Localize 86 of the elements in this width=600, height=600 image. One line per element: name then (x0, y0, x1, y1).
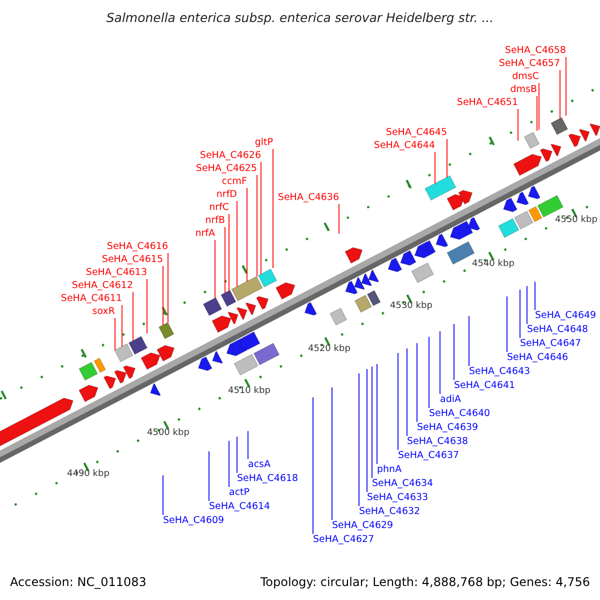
leader-line (358, 372, 360, 506)
leader-line (114, 318, 116, 351)
gene-label: SeHA_C4638 (407, 436, 468, 448)
gene-label: SeHA_C4657 (498, 58, 560, 70)
leader-line (208, 450, 210, 502)
gene-label: gltP (254, 137, 273, 149)
leader-line (132, 292, 134, 342)
scale-label: 4530 kbp (390, 300, 432, 312)
leader-line (366, 368, 368, 492)
scale-label: 4550 kbp (555, 214, 598, 226)
gene-label: SeHA_C4615 (102, 254, 163, 266)
leader-line (236, 436, 238, 474)
scale-label: 4490 kbp (67, 468, 110, 480)
gene-label: dmsB (510, 84, 537, 96)
leader-line (312, 396, 314, 534)
gene-label: SeHA_C4613 (86, 267, 147, 279)
leader-line (260, 162, 262, 275)
gene-label: SeHA_C4651 (456, 97, 518, 109)
gene-label: soxR (92, 306, 115, 318)
gene-label: phnA (377, 464, 402, 476)
gene-label: SeHA_C4627 (313, 534, 374, 546)
leader-line (376, 364, 378, 464)
gene-label: SeHA_C4646 (507, 352, 568, 364)
leader-line (214, 240, 216, 299)
diagram-title: Salmonella enterica subsp. enterica serovar Heidelberg str. ... (105, 10, 495, 25)
scale-label: 4500 kbp (147, 428, 190, 438)
gene-label: SeHA_C4625 (196, 163, 257, 175)
gene-label: dmsC (512, 71, 539, 83)
gene-label: nrfB (205, 215, 225, 227)
leader-line (534, 281, 536, 310)
gene-label: adiA (440, 394, 461, 406)
scale-label: 4520 kbp (308, 344, 350, 354)
leader-line (236, 200, 238, 288)
leader-line (506, 296, 508, 352)
footer-text: Accession: NC_011083 (10, 575, 146, 589)
gene-label: SeHA_C4611 (60, 293, 122, 305)
gene-label: SeHA_C4636 (278, 192, 339, 204)
leader-line (228, 440, 230, 488)
scale-label: 4510 kbp (228, 386, 270, 396)
leader-line (446, 138, 448, 178)
gene-label: SeHA_C4643 (469, 366, 530, 378)
leader-line (536, 96, 538, 132)
leader-line (468, 316, 470, 366)
leader-line (406, 348, 408, 436)
gene-label: acsA (248, 459, 270, 471)
leader-line (538, 82, 540, 130)
leader-line (272, 148, 274, 268)
gene-label: SeHA_C4637 (398, 450, 460, 462)
gene-label: SeHA_C4640 (429, 408, 490, 420)
gene-label: SeHA_C4639 (417, 422, 478, 434)
gene-label: SeHA_C4648 (527, 324, 588, 336)
leader-line (526, 286, 528, 324)
gene-label: SeHA_C4658 (504, 45, 566, 57)
leader-line (162, 266, 164, 326)
leader-line (416, 342, 418, 422)
gene-label: nrfA (195, 228, 215, 240)
gene-label: SeHA_C4644 (374, 140, 435, 152)
footer-text: Topology: circular; Length: 4,888,768 bp; Genes: 4,756 (260, 575, 590, 589)
gene-label: SeHA_C4645 (386, 127, 447, 139)
leader-line (228, 214, 230, 292)
gene-label: SeHA_C4641 (454, 380, 516, 392)
gene-label: ccmF (222, 176, 247, 188)
leader-line (162, 474, 164, 516)
leader-line (224, 226, 226, 294)
gene-label: SeHA_C4647 (520, 338, 582, 350)
leader-line (146, 278, 148, 334)
scale-label: 4540 kbp (472, 258, 514, 270)
leader-line (338, 204, 340, 234)
leader-line (434, 152, 436, 184)
gene-label: nrfC (209, 202, 229, 214)
gene-label: SeHA_C4633 (367, 492, 428, 504)
gene-label: SeHA_C4609 (163, 515, 224, 527)
gene-label: actP (229, 487, 250, 499)
leader-line (246, 188, 248, 282)
leader-line (428, 336, 430, 408)
gene-label: SeHA_C4632 (359, 506, 420, 518)
gene-label: SeHA_C4626 (200, 150, 261, 162)
gene-label: SeHA_C4629 (332, 520, 394, 532)
gene-label: SeHA_C4618 (237, 473, 298, 485)
gene-label: SeHA_C4612 (72, 280, 133, 292)
gene-label: SeHA_C4616 (106, 241, 168, 253)
leader-line (256, 174, 258, 277)
gene-label: SeHA_C4614 (209, 501, 270, 513)
gene-label: SeHA_C4649 (535, 310, 596, 322)
gene-label: SeHA_C4634 (372, 478, 434, 490)
gene-label: nrfD (216, 189, 237, 201)
